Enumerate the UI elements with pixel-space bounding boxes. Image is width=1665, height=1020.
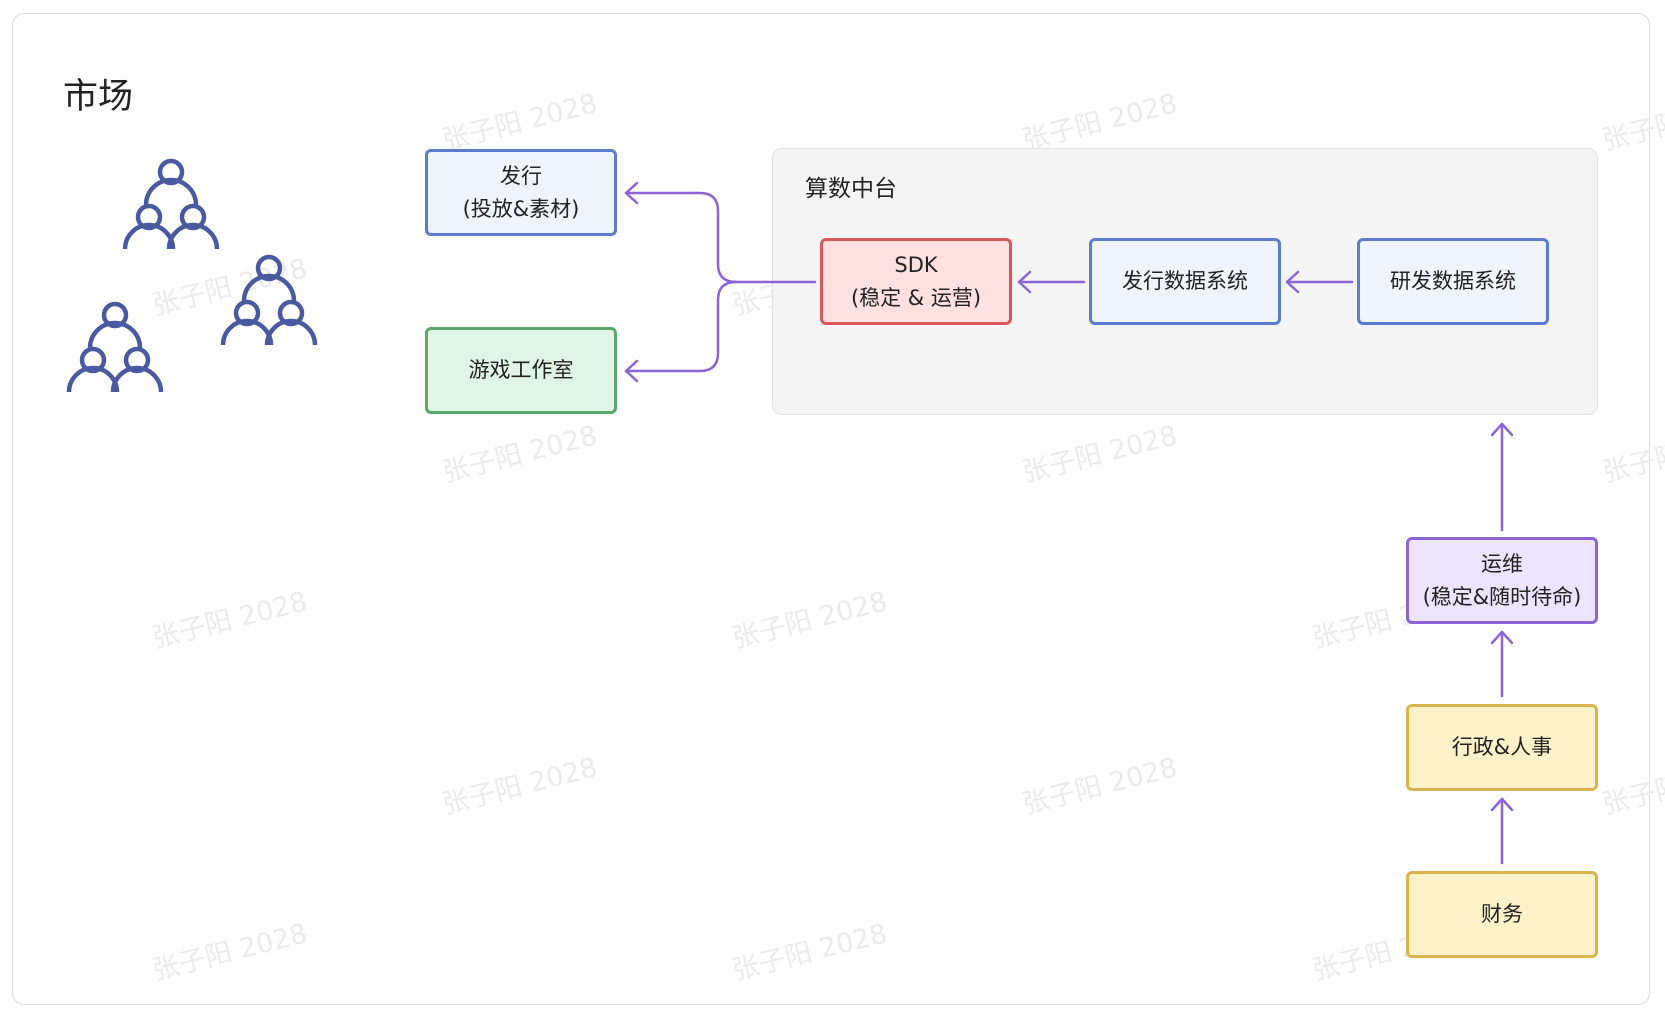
node-label: 财务: [1481, 902, 1523, 926]
node-rnd-data-system[interactable]: 研发数据系统: [1357, 238, 1549, 325]
people-group-icon: [122, 158, 220, 250]
arrowhead: [1490, 422, 1514, 437]
node-game-studio[interactable]: 游戏工作室: [425, 327, 617, 414]
node-label: SDK: [894, 252, 938, 277]
node-sdk[interactable]: SDK (稳定 & 运营): [820, 238, 1012, 325]
node-sublabel: (投放&素材): [462, 196, 580, 221]
node-label: 运维: [1481, 551, 1523, 576]
arrowhead: [1490, 797, 1514, 812]
arrowhead: [1490, 630, 1514, 645]
platform-group-title: 算数中台: [805, 176, 897, 202]
node-label: 游戏工作室: [468, 358, 574, 382]
people-group-icon: [220, 254, 318, 346]
node-publishing-data-system[interactable]: 发行数据系统: [1089, 238, 1281, 325]
node-label: 发行: [500, 163, 542, 188]
node-admin-hr[interactable]: 行政&人事: [1406, 704, 1598, 791]
arrowhead: [624, 359, 639, 383]
node-sublabel: (稳定 & 运营): [850, 285, 982, 310]
node-label: 发行数据系统: [1122, 269, 1248, 293]
connector-sdk-to-publishing: [624, 191, 817, 284]
connector-sdk-to-game-studio: [624, 280, 738, 373]
people-group-icon: [66, 301, 164, 393]
node-ops[interactable]: 运维 (稳定&随时待命): [1406, 537, 1598, 624]
arrowhead: [1017, 270, 1032, 294]
node-finance[interactable]: 财务: [1406, 871, 1598, 958]
diagram-title: 市场: [63, 77, 134, 117]
arrowhead: [1285, 270, 1300, 294]
arrowhead: [624, 181, 639, 205]
node-publishing[interactable]: 发行 (投放&素材): [425, 149, 617, 236]
node-label: 行政&人事: [1451, 735, 1553, 759]
node-label: 研发数据系统: [1390, 269, 1516, 293]
node-sublabel: (稳定&随时待命): [1422, 584, 1582, 609]
